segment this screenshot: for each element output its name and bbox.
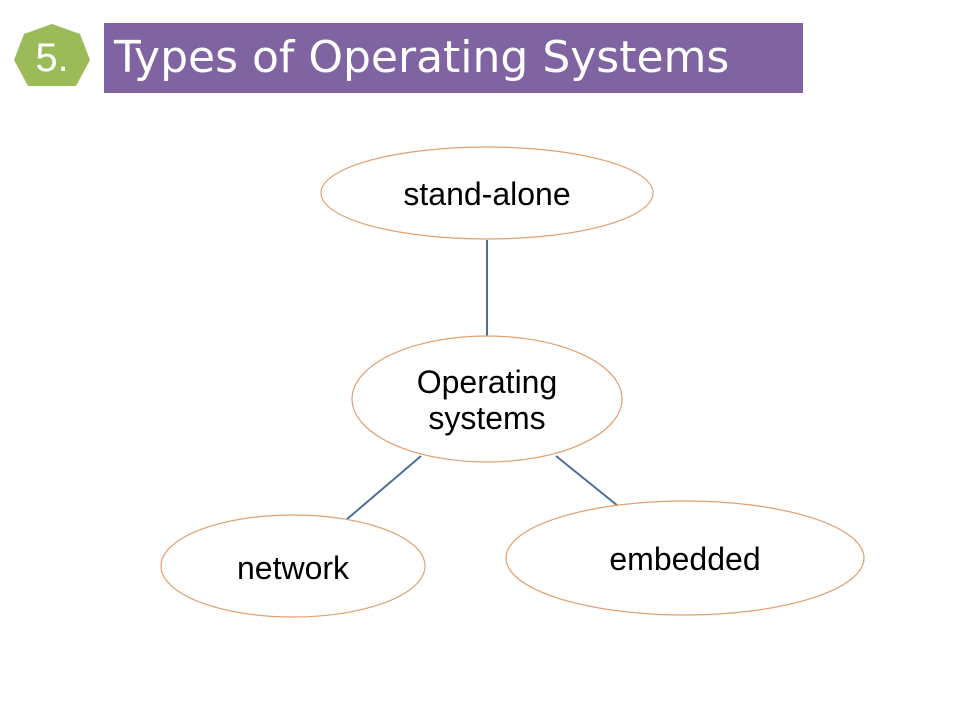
- slide-header: 5. Types of Operating Systems: [0, 0, 960, 110]
- node-center-ellipse: [351, 335, 623, 463]
- node-center-label: Operating systems: [352, 360, 622, 440]
- section-number: 5.: [35, 36, 69, 80]
- node-center-label-line2: systems: [428, 400, 546, 436]
- node-stand-alone-label: stand-alone: [403, 176, 571, 212]
- connector-right: [555, 455, 619, 507]
- node-embedded-ellipse: [505, 500, 865, 616]
- node-embedded-label: embedded: [609, 541, 761, 577]
- node-network-ellipse: [160, 514, 426, 618]
- connector-left: [345, 455, 422, 521]
- title-bar: Types of Operating Systems: [104, 23, 803, 93]
- slide-title: Types of Operating Systems: [114, 32, 730, 83]
- section-number-badge: 5.: [12, 22, 92, 94]
- heptagon-badge-shape: [14, 24, 90, 86]
- node-stand-alone-ellipse: [320, 146, 654, 240]
- node-center-label-line1: Operating: [416, 364, 558, 400]
- node-network-label: network: [236, 550, 350, 586]
